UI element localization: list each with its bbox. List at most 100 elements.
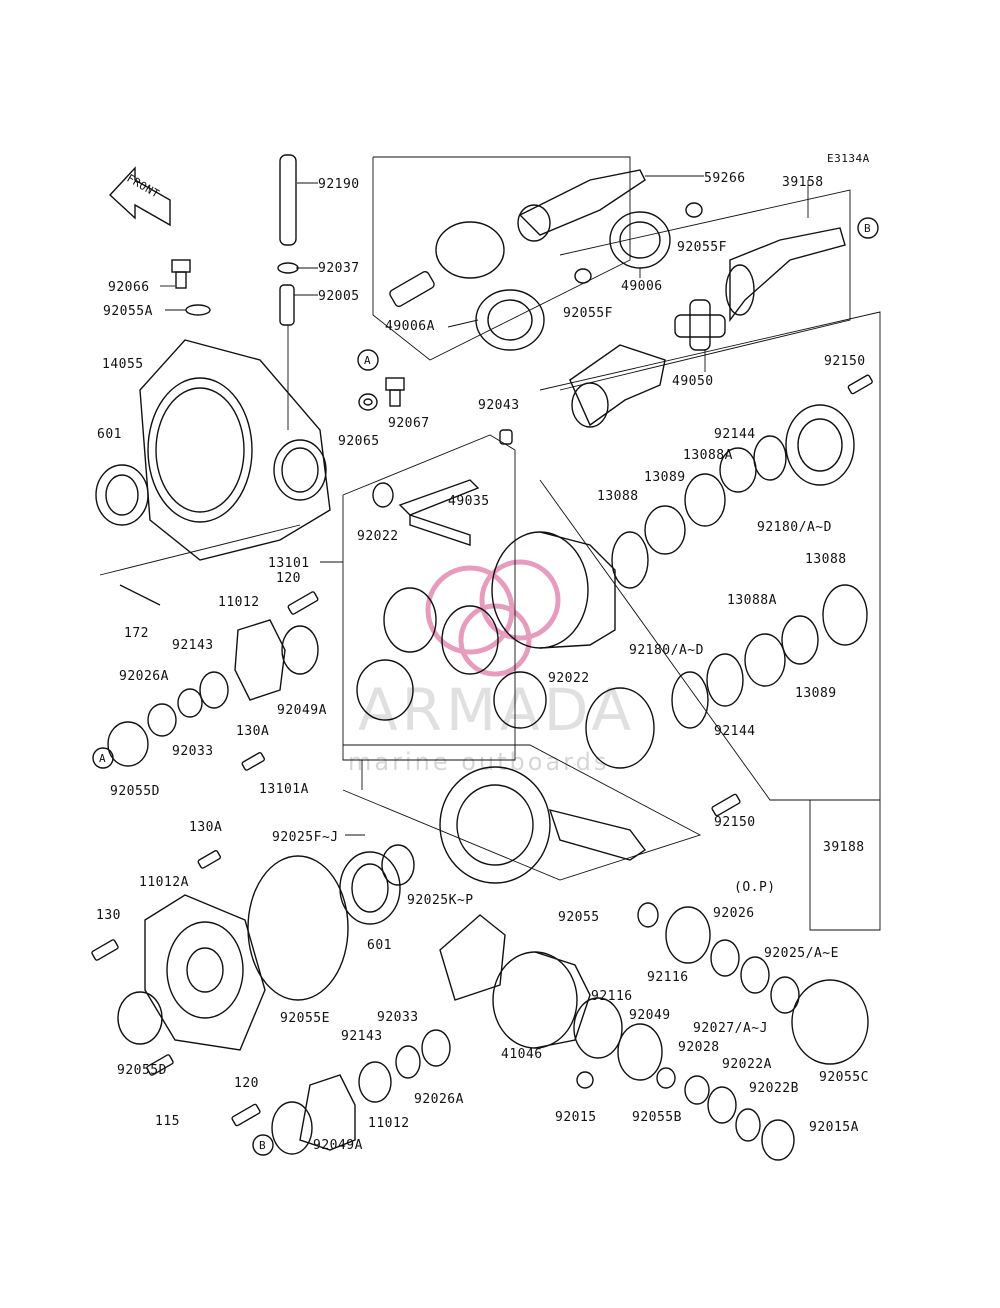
label-49006: 49006	[621, 279, 663, 294]
label-92067: 92067	[388, 416, 430, 431]
housing-41046	[492, 951, 591, 1049]
o-ring-92055-small	[637, 902, 659, 928]
label-115: 115	[155, 1114, 180, 1129]
label-92065: 92065	[338, 434, 380, 449]
label-92049: 92049	[629, 1008, 671, 1023]
leader-lines	[160, 175, 809, 836]
bolt-92150-upper	[847, 374, 873, 395]
svg-text:A: A	[364, 354, 371, 367]
label-92055D-b: 92055D	[117, 1063, 167, 1078]
callout-b-bottom: B	[252, 1134, 274, 1156]
label-92055C: 92055C	[819, 1070, 869, 1085]
label-13088-a: 13088	[597, 489, 639, 504]
shaft-49035	[398, 479, 480, 546]
bolt-130A-upper	[241, 752, 265, 771]
drive-shaft-59266	[517, 169, 646, 242]
bearing-601-lower	[339, 844, 415, 925]
label-92033-b: 92033	[377, 1010, 419, 1025]
label-92055D-a: 92055D	[110, 784, 160, 799]
label-92066: 92066	[108, 280, 150, 295]
seal-92049A	[281, 625, 319, 675]
boot-49006	[609, 211, 671, 269]
bracket-11012-lower	[271, 1074, 356, 1155]
label-49050: 49050	[672, 374, 714, 389]
label-601-b: 601	[367, 938, 392, 953]
bevel-gears	[356, 587, 547, 729]
o-rings-92055F	[574, 202, 703, 284]
label-92028: 92028	[678, 1040, 720, 1055]
stud-172	[119, 584, 161, 606]
label-92027: 92027/A~J	[693, 1021, 768, 1036]
label-92025FJ: 92025F~J	[272, 830, 339, 845]
label-92055E: 92055E	[280, 1011, 330, 1026]
watermark-tagline: marine outboards	[348, 748, 609, 776]
yoke	[569, 344, 666, 428]
washers-left	[107, 671, 229, 767]
svg-text:B: B	[259, 1139, 266, 1152]
label-92180-b: 92180/A~D	[629, 643, 704, 658]
svg-text:B: B	[864, 222, 871, 235]
label-92025KP: 92025K~P	[407, 893, 474, 908]
cover-11012	[234, 619, 286, 701]
label-59266: 59266	[704, 171, 746, 186]
part-labels: 92190 92037 92005 92066 92055A 14055 601…	[96, 171, 869, 1153]
label-11012A: 11012A	[139, 875, 189, 890]
callout-a-left: A	[92, 747, 114, 769]
label-92005: 92005	[318, 289, 360, 304]
callout-a-top: A	[357, 349, 379, 371]
label-13089-b: 13089	[795, 686, 837, 701]
label-92143-b: 92143	[341, 1029, 383, 1044]
label-92026: 92026	[713, 906, 755, 921]
label-92055A: 92055A	[103, 304, 153, 319]
label-13101A: 13101A	[259, 782, 309, 797]
label-92026A-a: 92026A	[119, 669, 169, 684]
cover-11012A	[144, 894, 266, 1051]
label-92022-b: 92022	[548, 671, 590, 686]
label-41046: 41046	[501, 1047, 543, 1062]
label-130A-a: 130A	[236, 724, 269, 739]
gasket-92025KP	[439, 914, 506, 1001]
breather-tube	[277, 154, 299, 430]
label-13101: 13101	[268, 556, 310, 571]
label-13089-a: 13089	[644, 470, 686, 485]
label-92116-a: 92116	[647, 970, 689, 985]
label-13088A-b: 13088A	[727, 593, 777, 608]
label-92015: 92015	[555, 1110, 597, 1125]
callout-b-top: B	[857, 217, 879, 239]
washer-stack-upper	[611, 404, 855, 589]
label-13088A-a: 13088A	[683, 448, 733, 463]
label-92143-a: 92143	[172, 638, 214, 653]
label-39188: 39188	[823, 840, 865, 855]
front-label: FRONT	[124, 172, 161, 201]
bearing-601-left	[95, 464, 149, 526]
bearing-92116	[665, 906, 800, 1014]
plug-92066	[171, 259, 211, 316]
washer-92022-a	[372, 482, 394, 508]
bolt-120-upper	[287, 591, 319, 615]
label-92022-a: 92022	[357, 529, 399, 544]
o-ring-92055D-lower	[117, 991, 163, 1045]
washer-stack-lower	[585, 584, 868, 769]
label-92026A-b: 92026A	[414, 1092, 464, 1107]
differential-case	[491, 531, 616, 649]
label-14055: 14055	[102, 357, 144, 372]
label-op: (O.P)	[734, 880, 776, 895]
label-11012-b: 11012	[368, 1116, 410, 1131]
washers-bottom	[358, 997, 795, 1161]
label-92049A-b: 92049A	[313, 1138, 363, 1153]
label-92116-b: 92116	[591, 989, 633, 1004]
label-601-a: 601	[97, 427, 122, 442]
washer-92065	[358, 393, 378, 411]
label-120-a: 120	[276, 571, 301, 586]
o-ring-92055C	[791, 979, 869, 1065]
label-49006A: 49006A	[385, 319, 435, 334]
label-92055: 92055	[558, 910, 600, 925]
label-172: 172	[124, 626, 149, 641]
label-120-b: 120	[234, 1076, 259, 1091]
housing-14055	[139, 339, 331, 561]
label-92190: 92190	[318, 177, 360, 192]
o-ring-92055E	[247, 855, 349, 1001]
label-92150-a: 92150	[824, 354, 866, 369]
diagram-code: E3134A	[827, 152, 870, 165]
